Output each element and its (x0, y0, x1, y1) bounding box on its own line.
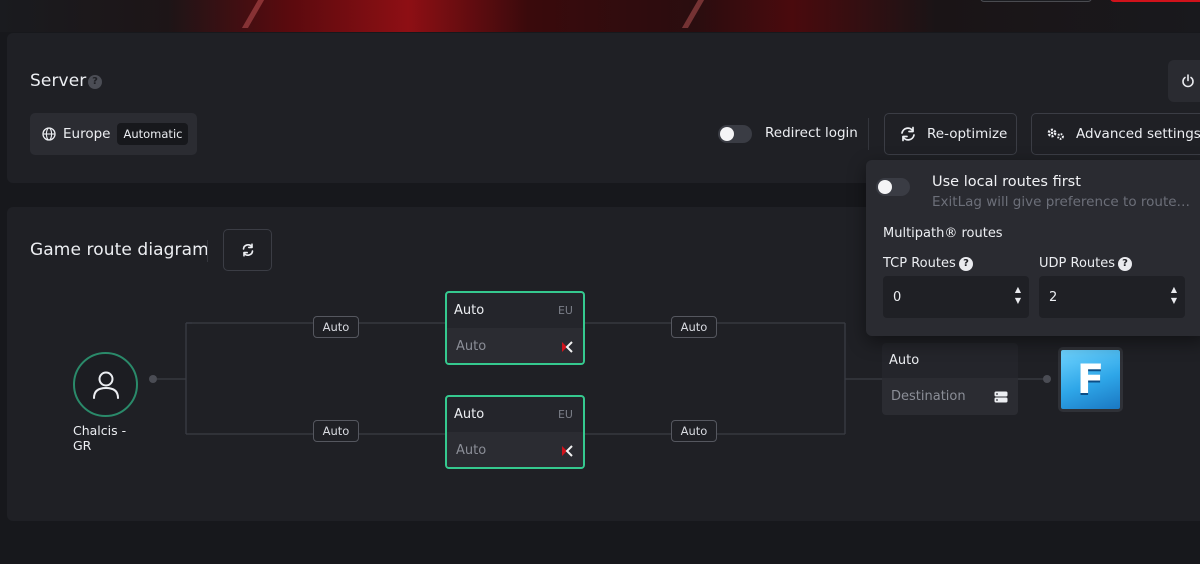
advanced-settings-button[interactable]: Advanced settings (1031, 113, 1200, 155)
toggle-knob (878, 180, 892, 194)
gears-icon (1047, 128, 1064, 140)
reoptimize-button[interactable]: Re-optimize (884, 113, 1017, 155)
advanced-settings-popover: Use local routes first ExitLag will give… (866, 160, 1200, 336)
node-region: EU (557, 304, 573, 317)
route-chip[interactable]: Auto (313, 316, 359, 338)
game-icon: F (1058, 347, 1123, 412)
node-region: EU (557, 408, 573, 421)
region-selector[interactable]: Europe Automatic (30, 113, 197, 155)
udp-routes-value: 2 (1049, 289, 1058, 305)
tcp-routes-label: TCP Routes (883, 256, 956, 271)
route-node[interactable]: Auto EU Auto (445, 291, 585, 365)
stepper-arrows[interactable]: ▲▼ (1170, 285, 1177, 305)
tcp-routes-stepper[interactable]: 0 ▲▼ (883, 276, 1029, 318)
local-routes-description: ExitLag will give preference to routes f… (932, 194, 1194, 210)
header-primary-button[interactable] (1110, 0, 1200, 2)
divider (207, 240, 208, 262)
reoptimize-icon (901, 126, 915, 142)
tcp-routes-value: 0 (893, 289, 902, 305)
udp-help-icon[interactable]: ? (1118, 257, 1132, 271)
exitlag-logo-icon (562, 340, 573, 353)
region-mode-badge: Automatic (117, 123, 189, 145)
banner-highlight (681, 0, 705, 28)
server-help-icon[interactable]: ? (88, 75, 102, 89)
user-location: Chalcis - GR (73, 423, 127, 453)
server-icon (994, 391, 1008, 402)
destination-label: Destination (891, 389, 966, 404)
stepper-arrows[interactable]: ▲▼ (1014, 285, 1021, 305)
user-avatar (73, 352, 138, 417)
server-card (7, 33, 1200, 183)
divider (868, 118, 869, 150)
banner-highlight (241, 0, 265, 28)
redirect-login-label: Redirect login (765, 125, 858, 141)
route-chip[interactable]: Auto (671, 420, 717, 442)
udp-routes-stepper[interactable]: 2 ▲▼ (1039, 276, 1185, 318)
tcp-help-icon[interactable]: ? (959, 257, 973, 271)
local-routes-toggle[interactable] (876, 178, 910, 196)
refresh-diagram-button[interactable] (223, 229, 272, 271)
power-icon (1182, 74, 1194, 88)
multipath-label: Multipath® routes (883, 226, 1003, 241)
redirect-login-toggle[interactable] (718, 125, 752, 143)
route-node[interactable]: Auto EU Auto (445, 395, 585, 469)
reoptimize-label: Re-optimize (927, 126, 1008, 142)
node-server: Auto (454, 303, 485, 318)
node-route: Auto (456, 443, 487, 458)
node-server: Auto (454, 407, 485, 422)
udp-routes-label: UDP Routes (1039, 256, 1116, 271)
refresh-icon (242, 243, 253, 257)
user-icon (92, 371, 119, 399)
exitlag-logo-icon (562, 444, 573, 457)
globe-icon (42, 127, 56, 141)
local-routes-title: Use local routes first (932, 174, 1081, 190)
node-route: Auto (456, 339, 487, 354)
destination-node[interactable]: Auto Destination (882, 343, 1018, 415)
header-banner (0, 0, 1200, 32)
region-name: Europe (63, 126, 111, 142)
power-button[interactable] (1168, 60, 1200, 102)
diagram-title: Game route diagram (30, 240, 209, 260)
server-title: Server (30, 71, 87, 91)
route-chip[interactable]: Auto (313, 420, 359, 442)
advanced-settings-label: Advanced settings (1076, 126, 1200, 142)
destination-server: Auto (889, 353, 920, 368)
header-button[interactable] (980, 0, 1092, 2)
toggle-knob (720, 127, 734, 141)
route-chip[interactable]: Auto (671, 316, 717, 338)
